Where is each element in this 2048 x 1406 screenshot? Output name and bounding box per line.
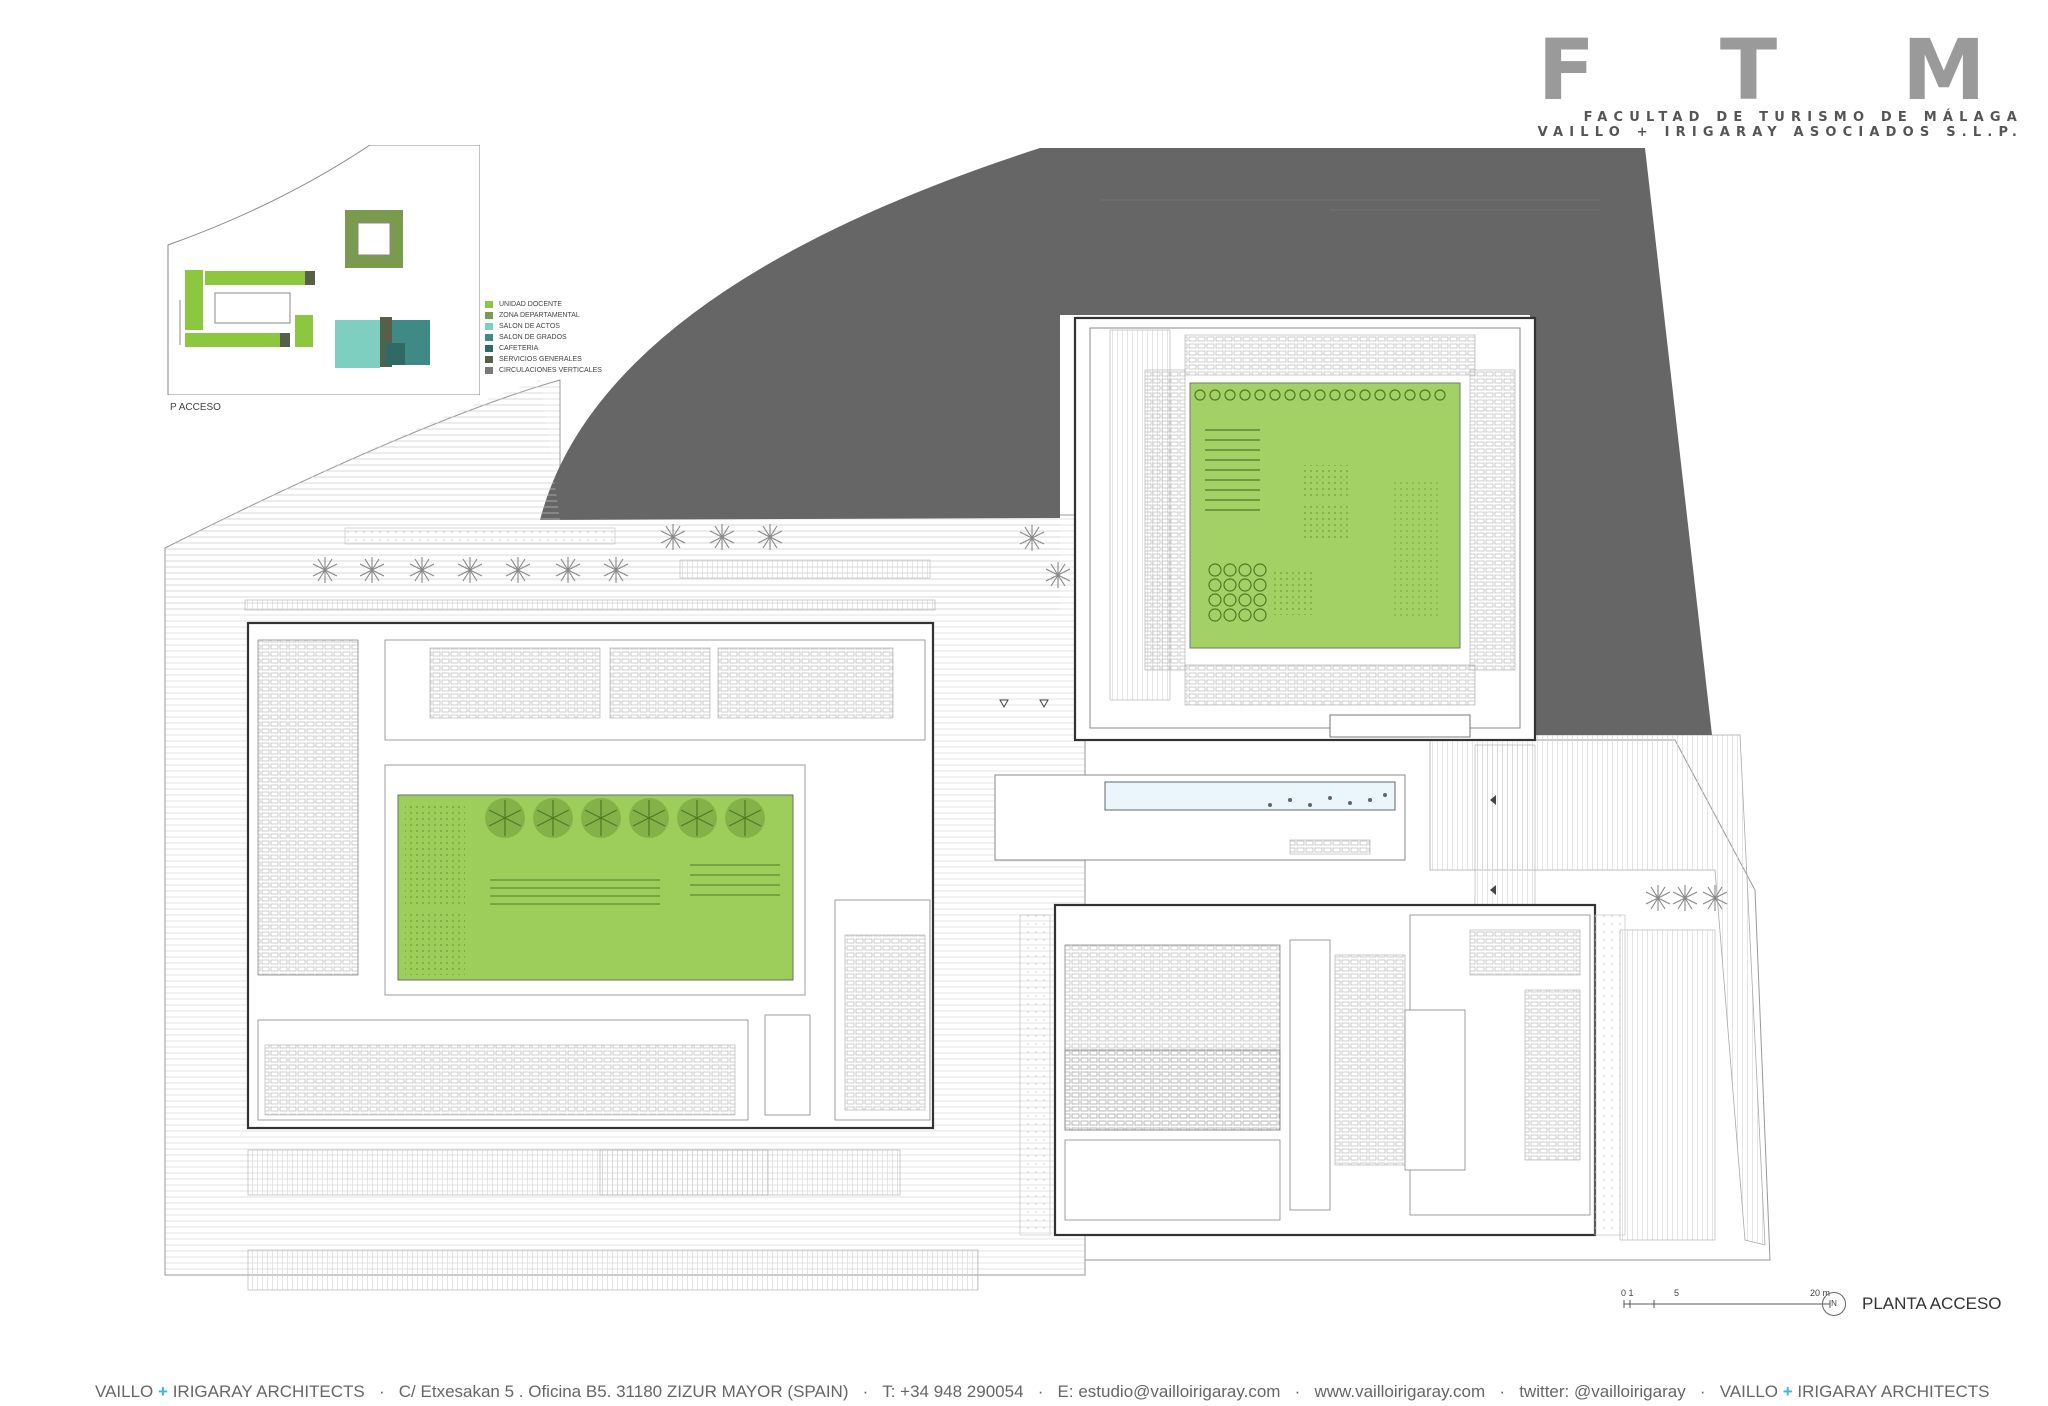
legend-item: SERVICIOS GENERALES <box>485 354 602 365</box>
scale-tick-5: 5 <box>1674 1288 1680 1298</box>
scale-tick-20: 20 m <box>1810 1288 1831 1298</box>
legend-label: UNIDAD DOCENTE <box>499 301 563 308</box>
scale-bar: 0 1 5 20 m <box>1596 1288 1836 1316</box>
footer-firm-c: VAILLO <box>1719 1382 1779 1401</box>
legend-swatch <box>485 334 493 341</box>
footer-sep: · <box>1294 1382 1301 1401</box>
footer-contact: VAILLO + IRIGARAY ARCHITECTS · C/ Etxesa… <box>95 1382 1990 1402</box>
footer-web[interactable]: www.vailloirigaray.com <box>1314 1382 1486 1401</box>
legend-item: UNIDAD DOCENTE <box>485 299 602 310</box>
legend-item: SALON DE GRADOS <box>485 332 602 343</box>
legend-swatch <box>485 312 493 319</box>
logo-letters: F T M <box>1537 21 1986 119</box>
scale-tick-0: 0 1 <box>1621 1288 1634 1298</box>
north-label: N <box>1831 1299 1837 1308</box>
footer-email[interactable]: E: estudio@vailloirigaray.com <box>1057 1382 1281 1401</box>
legend-item: CIRCULACIONES VERTICALES <box>485 365 602 376</box>
legend-swatch <box>485 356 493 363</box>
legend-label: ZONA DEPARTAMENTAL <box>499 312 580 319</box>
legend-item: ZONA DEPARTAMENTAL <box>485 310 602 321</box>
footer-sep: · <box>378 1382 385 1401</box>
north-arrow-icon: N <box>1822 1292 1846 1316</box>
footer-twitter[interactable]: twitter: @vailloirigaray <box>1519 1382 1686 1401</box>
legend-swatch <box>485 323 493 330</box>
legend-label: SALON DE GRADOS <box>499 334 567 341</box>
footer-sep: · <box>1499 1382 1506 1401</box>
footer-address: C/ Etxesakan 5 . Oficina B5. 31180 ZIZUR… <box>398 1382 849 1401</box>
footer-plus: + <box>1782 1382 1793 1401</box>
legend-label: SALON DE ACTOS <box>499 323 560 330</box>
firm-name: VAILLO + IRIGARAY ASOCIADOS S.L.P. <box>1537 125 2023 140</box>
footer-firm-a: VAILLO <box>95 1382 154 1401</box>
plan-title: PLANTA ACCESO <box>1862 1294 2002 1313</box>
footer-phone: T: +34 948 290054 <box>882 1382 1024 1401</box>
footer-sep: · <box>1699 1382 1706 1401</box>
legend-swatch <box>485 367 493 374</box>
legend-swatch <box>485 345 493 352</box>
legend-label: CIRCULACIONES VERTICALES <box>499 367 602 374</box>
legend-swatch <box>485 301 493 308</box>
key-plan-label: P ACCESO <box>170 402 221 413</box>
footer-sep: · <box>1037 1382 1044 1401</box>
legend-item: CAFETERIA <box>485 343 602 354</box>
footer-firm-d: IRIGARAY ARCHITECTS <box>1797 1382 1990 1401</box>
footer-sep: · <box>862 1382 869 1401</box>
logo-letter-m: M <box>1901 21 1986 119</box>
faculty-name: FACULTAD DE TURISMO DE MÁLAGA <box>1583 110 2023 125</box>
legend-item: SALON DE ACTOS <box>485 321 602 332</box>
key-plan-diagram <box>167 145 480 395</box>
logo-letter-f: F <box>1537 21 1595 119</box>
legend-label: CAFETERIA <box>499 345 539 352</box>
key-plan-legend: UNIDAD DOCENTE ZONA DEPARTAMENTAL SALON … <box>485 299 602 376</box>
footer-plus: + <box>158 1382 168 1401</box>
logo-letter-t: T <box>1719 21 1778 119</box>
footer-firm-b: IRIGARAY ARCHITECTS <box>172 1382 365 1401</box>
legend-label: SERVICIOS GENERALES <box>499 356 582 363</box>
ftm-logo: F T M FACULTAD DE TURISMO DE MÁLAGA VAIL… <box>1537 21 2023 140</box>
